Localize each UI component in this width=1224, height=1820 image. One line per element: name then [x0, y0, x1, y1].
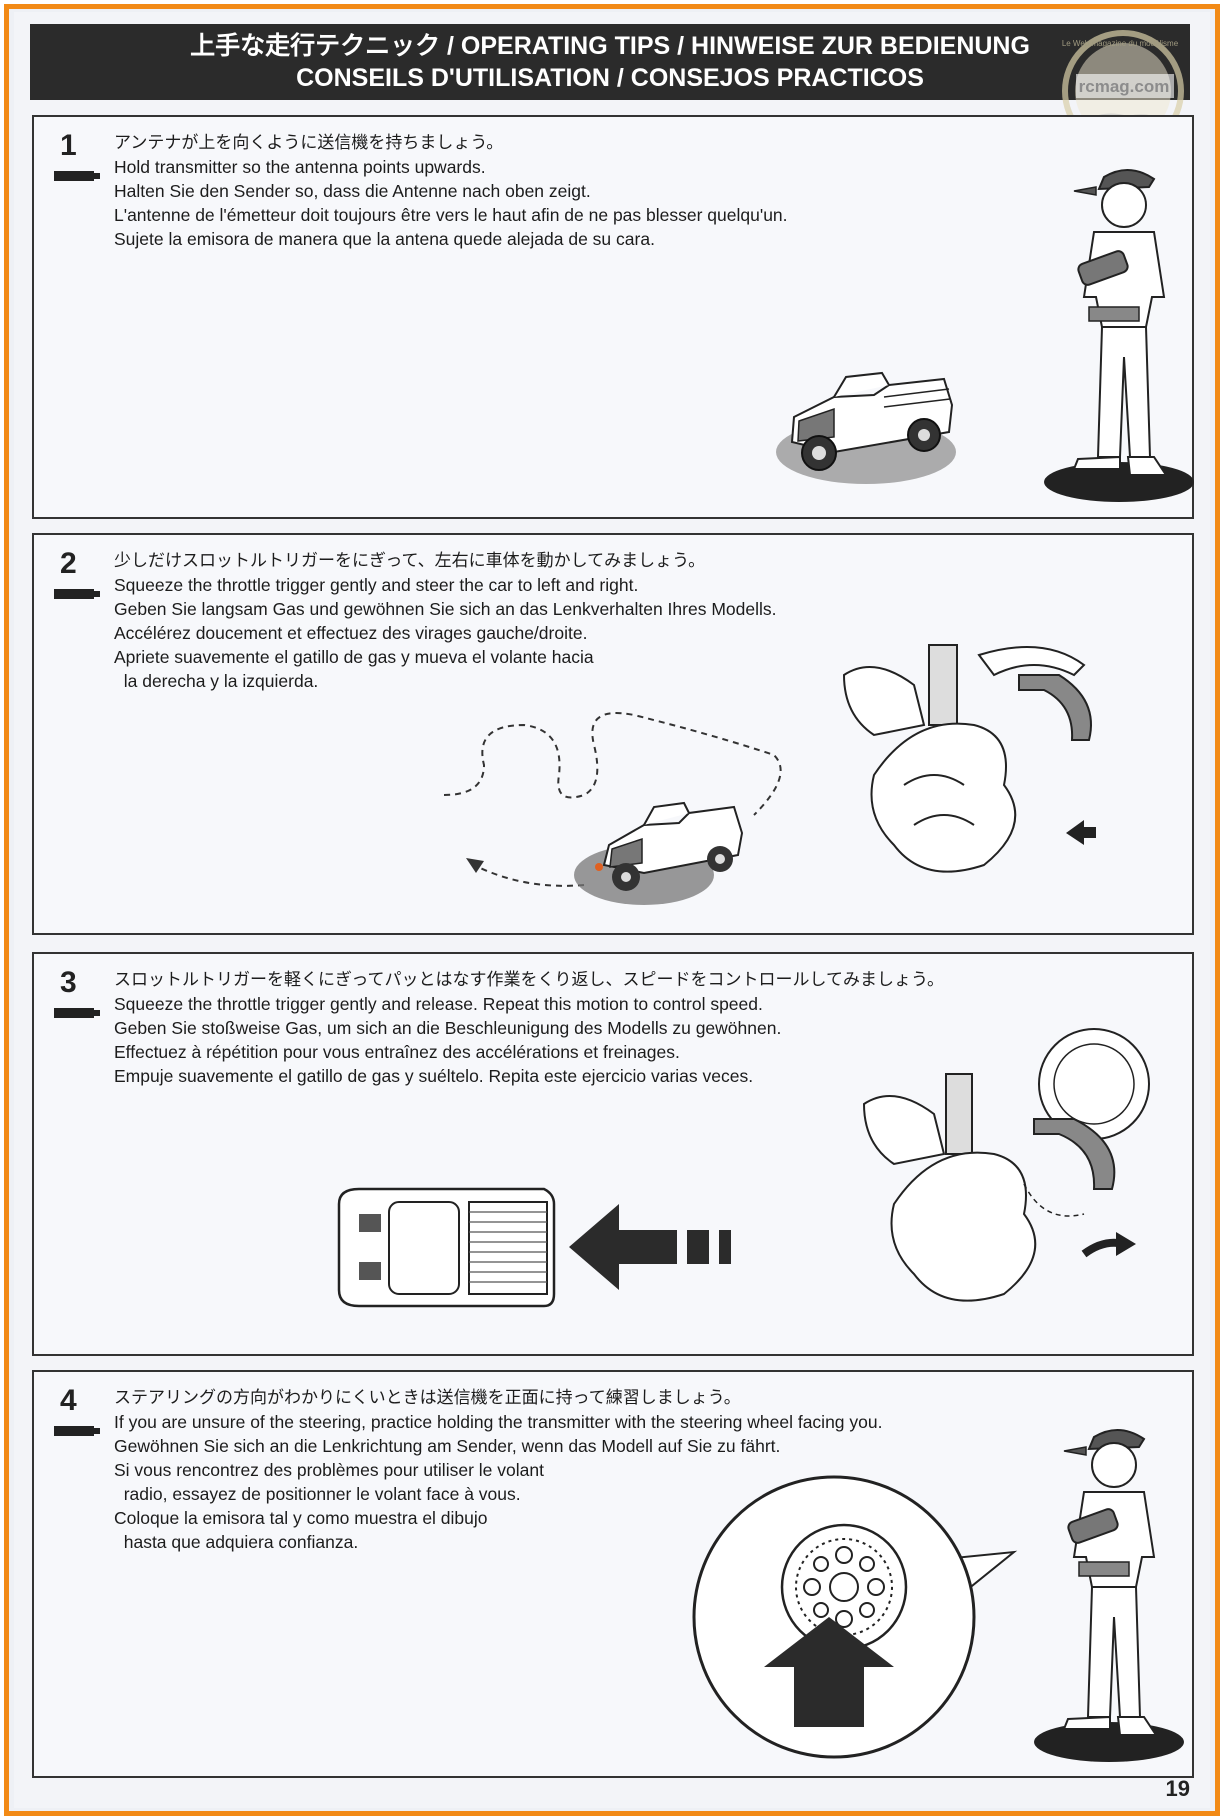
person-facing-forward-illustration [1034, 1429, 1184, 1762]
text-fr-cont: radio, essayez de positionner le volant … [114, 1484, 521, 1504]
header-title-jp: 上手な走行テクニック [190, 31, 441, 60]
step-text: ステアリングの方向がわかりにくいときは送信機を正面に持って練習しましょう。 If… [114, 1386, 882, 1554]
step-marker [54, 589, 100, 599]
text-en: If you are unsure of the steering, pract… [114, 1412, 883, 1432]
step-text: スロットルトリガーを軽くにぎってパッとはなす作業をくり返し、スピードをコントロー… [114, 968, 944, 1088]
step-marker [54, 171, 100, 181]
header-title-line1: / OPERATING TIPS / HINWEISE ZUR BEDIENUN… [440, 32, 1030, 60]
text-fr: Effectuez à répétition pour vous entraîn… [114, 1042, 680, 1062]
text-es-cont: la derecha y la izquierda. [114, 671, 319, 691]
text-en: Squeeze the throttle trigger gently and … [114, 994, 763, 1014]
text-jp: アンテナが上を向くように送信機を持ちましょう。 [114, 133, 504, 153]
text-de: Geben Sie stoßweise Gas, um sich an die … [114, 1018, 782, 1038]
step-number: 1 [60, 129, 77, 162]
step-marker [54, 1426, 100, 1436]
person-with-transmitter [1044, 169, 1194, 502]
text-jp: スロットルトリガーを軽くにぎってパッとはなす作業をくり返し、スピードをコントロー… [114, 970, 944, 990]
text-fr: L'antenne de l'émetteur doit toujours êt… [114, 205, 788, 225]
text-es: Coloque la emisora tal y como muestra el… [114, 1508, 488, 1528]
tip-section-1: 1 アンテナが上を向くように送信機を持ちましょう。 Hold transmitt… [32, 115, 1194, 519]
steering-wheel-closeup-illustration [692, 1475, 1018, 1759]
step-number: 2 [60, 547, 77, 580]
text-jp: ステアリングの方向がわかりにくいときは送信機を正面に持って練習しましょう。 [114, 1388, 741, 1408]
text-es: Empuje suavemente el gatillo de gas y su… [114, 1066, 754, 1086]
tip-section-2: 2 少しだけスロットルトリガーをにぎって、左右に車体を動かしてみましょう。 Sq… [32, 533, 1194, 935]
watermark-text: rcmag.com [1079, 77, 1170, 96]
page-header: 上手な走行テクニック / OPERATING TIPS / HINWEISE Z… [30, 24, 1190, 100]
throttle-release-hand-illustration [862, 1028, 1150, 1302]
text-de: Gewöhnen Sie sich an die Lenkrichtung am… [114, 1436, 781, 1456]
step-text: アンテナが上を向くように送信機を持ちましょう。 Hold transmitter… [114, 131, 788, 251]
truck-top-view-illustration [337, 1187, 731, 1308]
text-fr: Si vous rencontrez des problèmes pour ut… [114, 1460, 544, 1480]
text-fr: Accélérez doucement et effectuez des vir… [114, 623, 588, 643]
text-jp: 少しだけスロットルトリガーをにぎって、左右に車体を動かしてみましょう。 [114, 551, 706, 571]
tip-section-4: 4 ステアリングの方向がわかりにくいときは送信機を正面に持って練習しましょう。 … [32, 1370, 1194, 1778]
step-number: 4 [60, 1384, 77, 1417]
truck-illustration [776, 371, 956, 484]
header-title-line2: CONSEILS D'UTILISATION / CONSEJOS PRACTI… [296, 64, 924, 92]
throttle-hand-illustration [842, 644, 1096, 873]
text-en: Squeeze the throttle trigger gently and … [114, 575, 639, 595]
s-curve-path-illustration [443, 712, 782, 905]
text-es: Sujete la emisora de manera que la anten… [114, 229, 655, 249]
text-de: Geben Sie langsam Gas und gewöhnen Sie s… [114, 599, 777, 619]
step-number: 3 [60, 966, 77, 999]
tip-section-3: 3 スロットルトリガーを軽くにぎってパッとはなす作業をくり返し、スピードをコント… [32, 952, 1194, 1356]
watermark-arc-text: Le Web magazine du modélisme [1062, 39, 1179, 48]
text-de: Halten Sie den Sender so, dass die Anten… [114, 181, 591, 201]
step-marker [54, 1008, 100, 1018]
text-en: Hold transmitter so the antenna points u… [114, 157, 486, 177]
text-es-cont: hasta que adquiera confianza. [114, 1532, 359, 1552]
text-es: Apriete suavemente el gatillo de gas y m… [114, 647, 594, 667]
step-text: 少しだけスロットルトリガーをにぎって、左右に車体を動かしてみましょう。 Sque… [114, 549, 777, 693]
page-number: 19 [1165, 1776, 1190, 1801]
